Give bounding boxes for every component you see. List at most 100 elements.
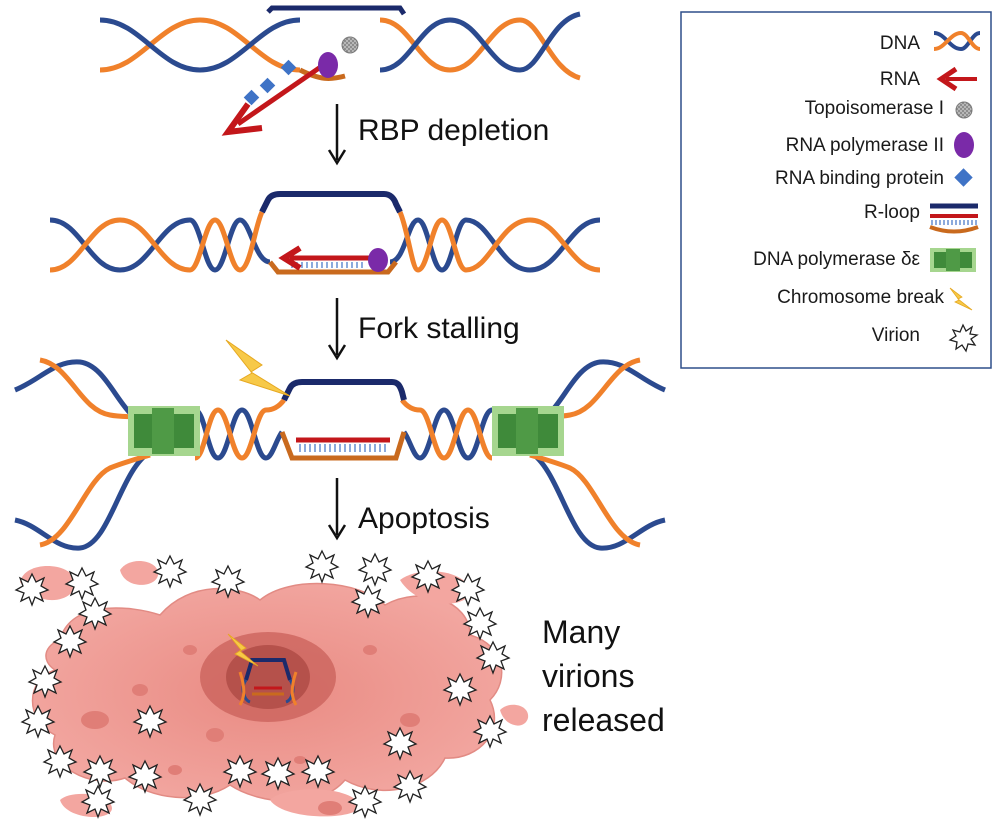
caption-line-3: released bbox=[542, 702, 665, 738]
dna-polymerase bbox=[492, 406, 564, 456]
dna-helix-middle bbox=[49, 191, 601, 275]
legend-item-dna: DNA bbox=[880, 30, 981, 54]
chromosome-break-bolt bbox=[225, 339, 291, 397]
cell-vesicle bbox=[183, 645, 197, 655]
virion-icon bbox=[27, 664, 63, 699]
rna-polymerase-icon bbox=[954, 132, 974, 158]
step-label-rbp-depletion: RBP depletion bbox=[358, 114, 549, 147]
nascent-rna-top bbox=[221, 63, 324, 136]
cell-vesicle bbox=[168, 765, 182, 775]
dna-helix-icon bbox=[933, 30, 981, 52]
caption-line-2: virions bbox=[542, 658, 634, 694]
virion-icon bbox=[152, 554, 188, 589]
cell-vesicle bbox=[81, 711, 109, 729]
virion-icon bbox=[475, 640, 511, 675]
virion-icon bbox=[20, 704, 56, 739]
chromosome-break-bolt bbox=[227, 633, 259, 667]
legend-item-dna-polymerase: DNA polymerase δε bbox=[753, 248, 976, 272]
legend-item-virion: Virion bbox=[872, 323, 979, 353]
cell-vesicle bbox=[294, 756, 306, 764]
legend-label-dna-polymerase: DNA polymerase δε bbox=[753, 249, 920, 270]
rna-arrow-icon bbox=[936, 66, 977, 92]
virion-icon bbox=[14, 572, 50, 607]
legend-item-chromosome-break: Chromosome break bbox=[777, 287, 973, 311]
mini-r-loop bbox=[238, 658, 298, 706]
caption-many-virions-released: Many virions released bbox=[542, 614, 665, 738]
cell-vesicle bbox=[206, 728, 224, 742]
cell-vesicle bbox=[400, 713, 420, 727]
step-label-fork-stalling: Fork stalling bbox=[358, 312, 520, 345]
legend-label-r-loop: R-loop bbox=[864, 202, 920, 223]
virion-icon bbox=[52, 624, 88, 659]
legend-label-dna: DNA bbox=[880, 33, 920, 54]
virion-icon bbox=[382, 726, 418, 761]
legend-item-rna-polymerase: RNA polymerase II bbox=[786, 132, 974, 158]
dna-polymerase-icon bbox=[930, 248, 976, 272]
virion-icon bbox=[260, 756, 296, 791]
legend-box bbox=[680, 11, 992, 369]
r-loop-icon bbox=[929, 203, 979, 234]
legend-item-rna: RNA bbox=[880, 66, 977, 92]
virion-icon bbox=[210, 564, 246, 599]
step-arrow-2 bbox=[327, 298, 347, 361]
legend: DNA RNA Topoisomerase I RNA polymerase I… bbox=[680, 11, 992, 369]
virion-icon bbox=[350, 584, 386, 619]
rna-polymerase bbox=[318, 52, 338, 78]
virion-icon bbox=[42, 744, 78, 779]
virion-icon bbox=[410, 559, 446, 594]
rbp-diamond bbox=[280, 59, 297, 76]
dna-helix-bottom bbox=[193, 379, 494, 461]
lightning-icon bbox=[949, 287, 973, 311]
virion-icon bbox=[127, 759, 163, 794]
legend-label-rbp: RNA binding protein bbox=[775, 168, 944, 189]
virion-icon bbox=[182, 782, 218, 817]
nucleus-inner bbox=[226, 645, 310, 709]
legend-label-topoisomerase: Topoisomerase I bbox=[805, 98, 944, 119]
virion-icon bbox=[300, 754, 336, 789]
nascent-rna-middle bbox=[278, 245, 372, 271]
apoptotic-cell bbox=[20, 560, 529, 818]
virion-icon bbox=[80, 784, 116, 819]
cell-vesicle bbox=[318, 801, 342, 815]
virion-icon bbox=[77, 596, 113, 631]
rna-polymerase bbox=[368, 248, 388, 272]
dna-polymerase bbox=[128, 406, 200, 456]
legend-label-virion: Virion bbox=[872, 325, 920, 346]
virion-star-icon bbox=[948, 323, 979, 353]
cell-vesicle bbox=[363, 645, 377, 655]
virion-icon bbox=[222, 754, 258, 789]
rbp-diamond bbox=[243, 89, 260, 106]
stage-r-loop bbox=[49, 191, 601, 275]
cell-vesicle bbox=[132, 684, 148, 696]
legend-item-rbp: RNA binding protein bbox=[775, 168, 973, 189]
legend-item-topoisomerase: Topoisomerase I bbox=[805, 98, 973, 119]
virion-icon bbox=[450, 572, 486, 607]
step-label-apoptosis: Apoptosis bbox=[358, 502, 490, 535]
rbp-diamond-icon bbox=[954, 168, 973, 187]
legend-item-r-loop: R-loop bbox=[864, 202, 979, 234]
dna-helix-top bbox=[99, 5, 581, 81]
virion-icon bbox=[132, 704, 168, 739]
virions bbox=[14, 549, 511, 819]
virion-icon bbox=[462, 606, 498, 641]
caption-line-1: Many bbox=[542, 614, 620, 650]
stage-fork-stalling bbox=[14, 339, 666, 551]
virion-icon bbox=[357, 552, 393, 587]
cell-fragment bbox=[120, 560, 159, 585]
virion-icon bbox=[347, 784, 383, 819]
virion-icon bbox=[442, 672, 478, 707]
cell-fragment bbox=[270, 789, 361, 817]
virion-icon bbox=[472, 714, 508, 749]
legend-label-chromosome-break: Chromosome break bbox=[777, 287, 944, 308]
cell-fragment bbox=[500, 704, 529, 726]
topoisomerase-icon bbox=[955, 101, 973, 119]
legend-label-rna: RNA bbox=[880, 69, 920, 90]
virion-icon bbox=[392, 769, 428, 804]
rbp-diamond bbox=[259, 77, 276, 94]
legend-label-rna-polymerase: RNA polymerase II bbox=[786, 135, 944, 156]
step-arrow-1 bbox=[327, 104, 347, 166]
topoisomerase bbox=[341, 36, 359, 54]
virion-icon bbox=[64, 566, 100, 601]
step-arrow-3 bbox=[327, 478, 347, 541]
